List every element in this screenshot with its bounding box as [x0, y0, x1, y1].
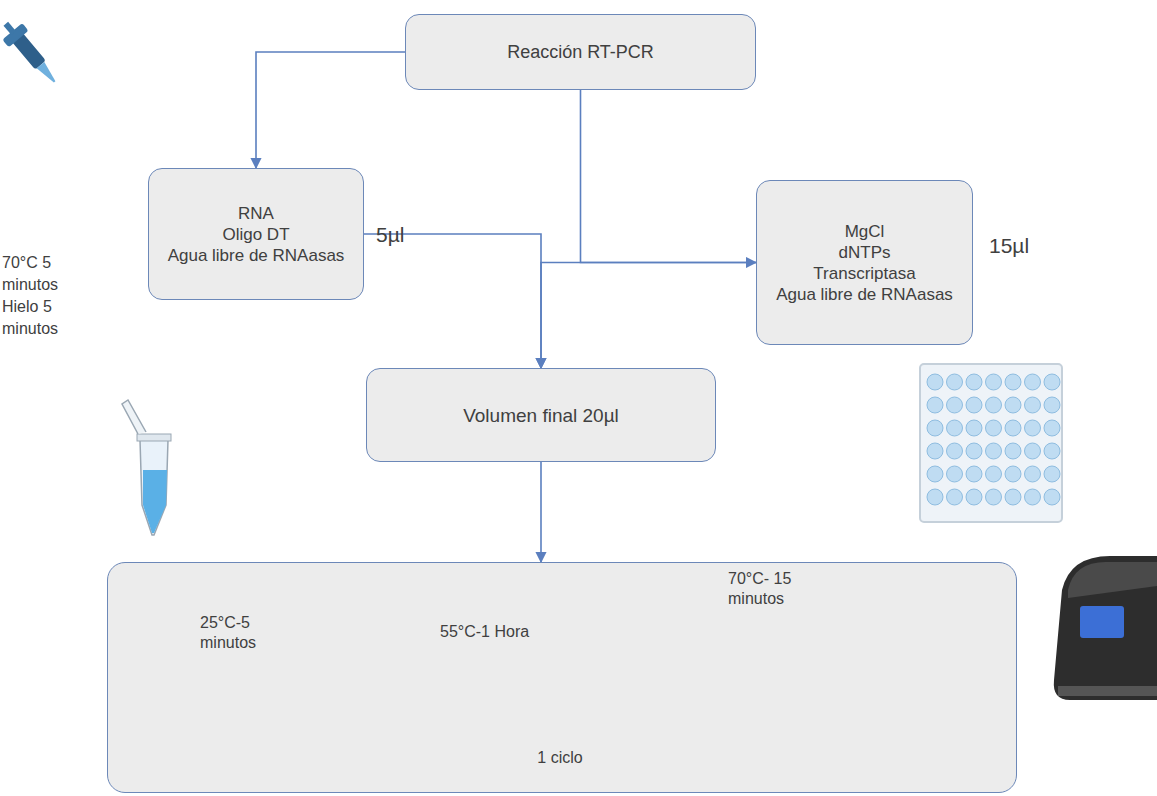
well — [966, 397, 982, 413]
well — [927, 374, 943, 390]
step-label: 25°C-5 minutos — [200, 613, 290, 653]
well — [1025, 397, 1041, 413]
well — [1005, 420, 1021, 436]
tube-icon — [122, 400, 171, 535]
well — [927, 420, 943, 436]
well — [947, 443, 963, 459]
note-label: 70°C 5 minutos — [2, 252, 72, 296]
flow-arrow — [541, 263, 756, 369]
box-text: Reacción RT-PCR — [507, 42, 654, 63]
well — [947, 374, 963, 390]
well — [927, 466, 943, 482]
well — [966, 374, 982, 390]
well — [986, 420, 1002, 436]
process-box: MgCldNTPsTranscriptasaAgua libre de RNAa… — [756, 180, 973, 345]
well — [947, 489, 963, 505]
well — [1044, 397, 1060, 413]
flow-arrow — [364, 234, 541, 368]
well — [966, 443, 982, 459]
box-text: MgCl — [845, 221, 885, 242]
well — [1005, 397, 1021, 413]
well — [1025, 466, 1041, 482]
box-text: dNTPs — [839, 242, 891, 263]
well — [1044, 374, 1060, 390]
note-label: 5µl — [376, 224, 436, 246]
well — [947, 420, 963, 436]
flow-arrow — [540, 462, 542, 562]
well — [927, 489, 943, 505]
result-box: Volumen final 20µl — [366, 368, 716, 462]
well — [986, 397, 1002, 413]
well — [1044, 420, 1060, 436]
well — [966, 420, 982, 436]
box-text: Agua libre de RNAasas — [776, 284, 953, 305]
well — [1005, 489, 1021, 505]
title-box: Reacción RT-PCR — [405, 14, 756, 90]
well — [1044, 466, 1060, 482]
step-label: 55°C-1 Hora — [440, 622, 580, 642]
well — [986, 443, 1002, 459]
program-panel: 25°C-5 minutos 55°C-1 Hora 70°C- 15 minuto… — [107, 562, 1017, 793]
note-label: Hielo 5 minutos — [2, 296, 72, 340]
box-text: Volumen final 20µl — [463, 405, 619, 426]
thermocycler-icon — [1054, 556, 1157, 700]
well — [1005, 443, 1021, 459]
well — [927, 397, 943, 413]
well — [1005, 466, 1021, 482]
well — [947, 466, 963, 482]
well — [966, 489, 982, 505]
box-text: Oligo DT — [222, 224, 289, 245]
box-text: Agua libre de RNAasas — [168, 245, 345, 266]
pipette-icon — [0, 15, 65, 90]
well — [1005, 374, 1021, 390]
well — [1025, 489, 1041, 505]
box-text: Transcriptasa — [813, 263, 915, 284]
well-plate-icon — [920, 364, 1062, 522]
well — [986, 466, 1002, 482]
well — [1025, 374, 1041, 390]
well — [927, 443, 943, 459]
well — [966, 466, 982, 482]
well — [1025, 443, 1041, 459]
process-box: RNAOligo DTAgua libre de RNAasas — [148, 168, 364, 300]
step-label: 70°C- 15 minutos — [728, 569, 838, 609]
well — [947, 397, 963, 413]
well — [1044, 489, 1060, 505]
flow-arrow — [256, 52, 405, 168]
well — [986, 489, 1002, 505]
well — [1044, 443, 1060, 459]
well — [986, 374, 1002, 390]
note-label: 15µl — [989, 235, 1059, 257]
step-label: 1 ciclo — [520, 748, 600, 768]
box-text: RNA — [238, 203, 274, 224]
well — [1025, 420, 1041, 436]
flow-arrow — [581, 90, 757, 263]
